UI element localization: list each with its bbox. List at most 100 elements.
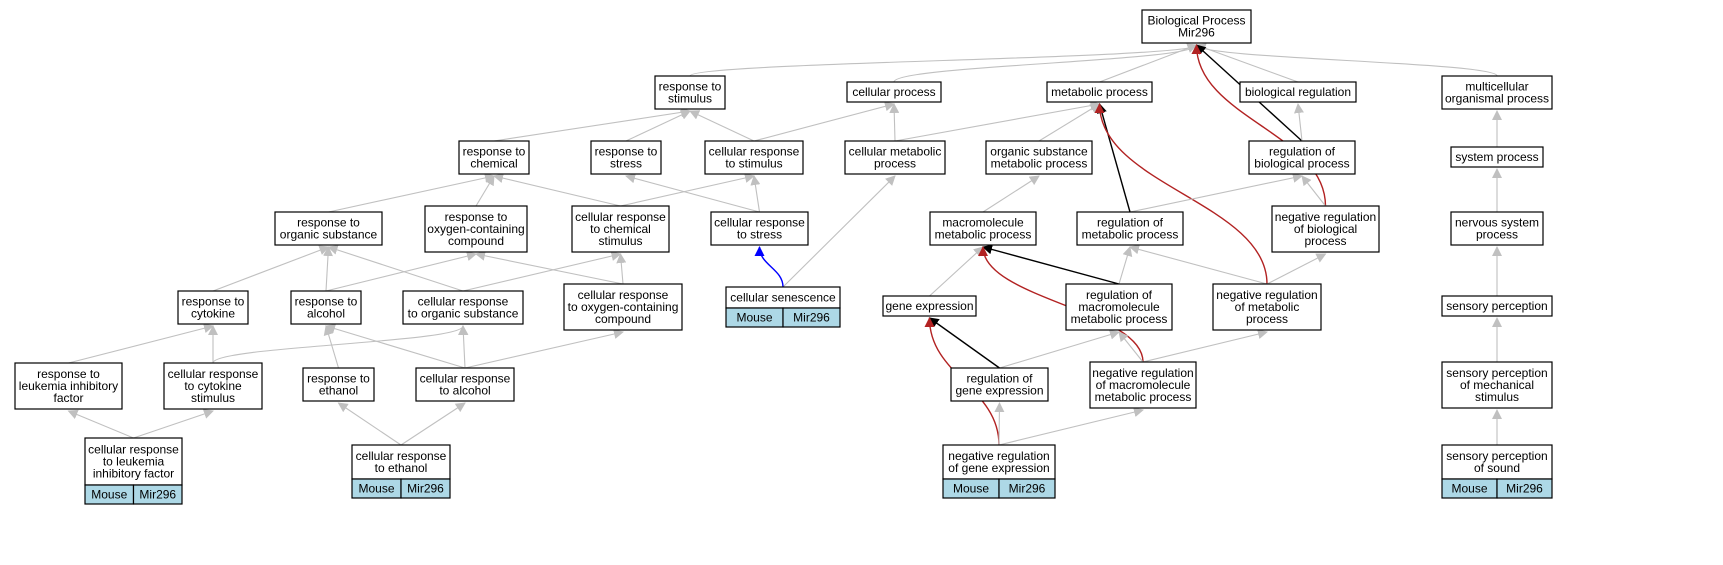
node-label-line: metabolic process (1095, 390, 1192, 404)
edge-rtal-to-rtocc (325, 251, 477, 292)
node-box (1450, 211, 1544, 246)
node-box (177, 290, 249, 325)
node-label-line: cellular metabolic (849, 145, 942, 159)
node-box (571, 205, 670, 253)
node-label-line: to organic substance (408, 307, 519, 321)
node-label-line: of metabolic (1235, 300, 1300, 314)
node-box (942, 444, 1056, 480)
edge-nrge-to-nrmmp (998, 407, 1144, 446)
node-box (415, 367, 515, 402)
node-label-line: response to (659, 80, 722, 94)
node-label-line: inhibitory factor (93, 467, 174, 481)
node-label-line: metabolic process (991, 157, 1088, 171)
node-box (402, 290, 524, 325)
edge-crts-to-rts (689, 110, 755, 142)
node-box (302, 367, 375, 402)
node-label-line: response to (595, 145, 658, 159)
gene-tag-label: Mir296 (407, 482, 444, 496)
edge-crtcs-to-crtos (212, 325, 468, 364)
node-br[interactable]: biological regulation (1239, 81, 1357, 103)
node-box (1141, 9, 1252, 44)
node-label-line: cellular response (418, 295, 509, 309)
edge-nrmmp-to-rmmp (1118, 331, 1144, 363)
node-ge[interactable]: gene expression (882, 295, 977, 317)
node-label-line: to stress (737, 228, 782, 242)
node-mp[interactable]: metabolic process (1046, 81, 1153, 103)
edge-nrmp-to-rmp (1129, 244, 1268, 285)
node-cp[interactable]: cellular process (846, 81, 942, 103)
node-label-line: cellular response (578, 288, 669, 302)
edge-crcs-to-crts (620, 173, 755, 207)
edge-rbp-to-br (1293, 103, 1304, 142)
node-label-line: process (1304, 234, 1346, 248)
node-label-line: leukemia inhibitory (19, 379, 118, 393)
node-label-line: cellular response (356, 449, 447, 463)
node-label-line: cellular response (714, 216, 805, 230)
edge-rtc-to-rts (493, 107, 691, 142)
node-label-line: to oxygen-containing (568, 300, 679, 314)
node-label-line: to ethanol (375, 461, 428, 475)
node-sper[interactable]: sensory perception (1441, 295, 1553, 317)
node-label-line: response to (307, 372, 370, 386)
edge-rts-to-bp (689, 44, 1202, 77)
node-label-line: cellular process (852, 85, 935, 99)
gene-tag-cell (1496, 478, 1553, 499)
node-label-line: to cytokine (184, 379, 242, 393)
node-label-line: of mechanical (1460, 378, 1534, 392)
node-sp[interactable]: system process (1450, 146, 1544, 168)
node-box (1065, 283, 1173, 331)
node-label-line: response to (445, 210, 508, 224)
edge-crtst-to-rtst (625, 173, 760, 213)
node-label-line: compound (448, 234, 504, 248)
species-tag-label: Mouse (358, 482, 394, 496)
node-box (654, 75, 726, 110)
edge-nrbp-to-rbp (1301, 175, 1326, 207)
node-label-line: of biological (1294, 222, 1357, 236)
node-label-line: factor (53, 391, 83, 405)
node-box (163, 362, 263, 410)
node-label-line: stimulus (598, 234, 642, 248)
node-label-line: Mir296 (1178, 26, 1215, 40)
node-label-line: response to (463, 145, 526, 159)
node-box (1441, 444, 1553, 480)
edge-br-to-bp (1195, 43, 1299, 83)
edge-crlif-to-crtcs (133, 409, 214, 439)
node-label-line: gene expression (955, 384, 1043, 398)
